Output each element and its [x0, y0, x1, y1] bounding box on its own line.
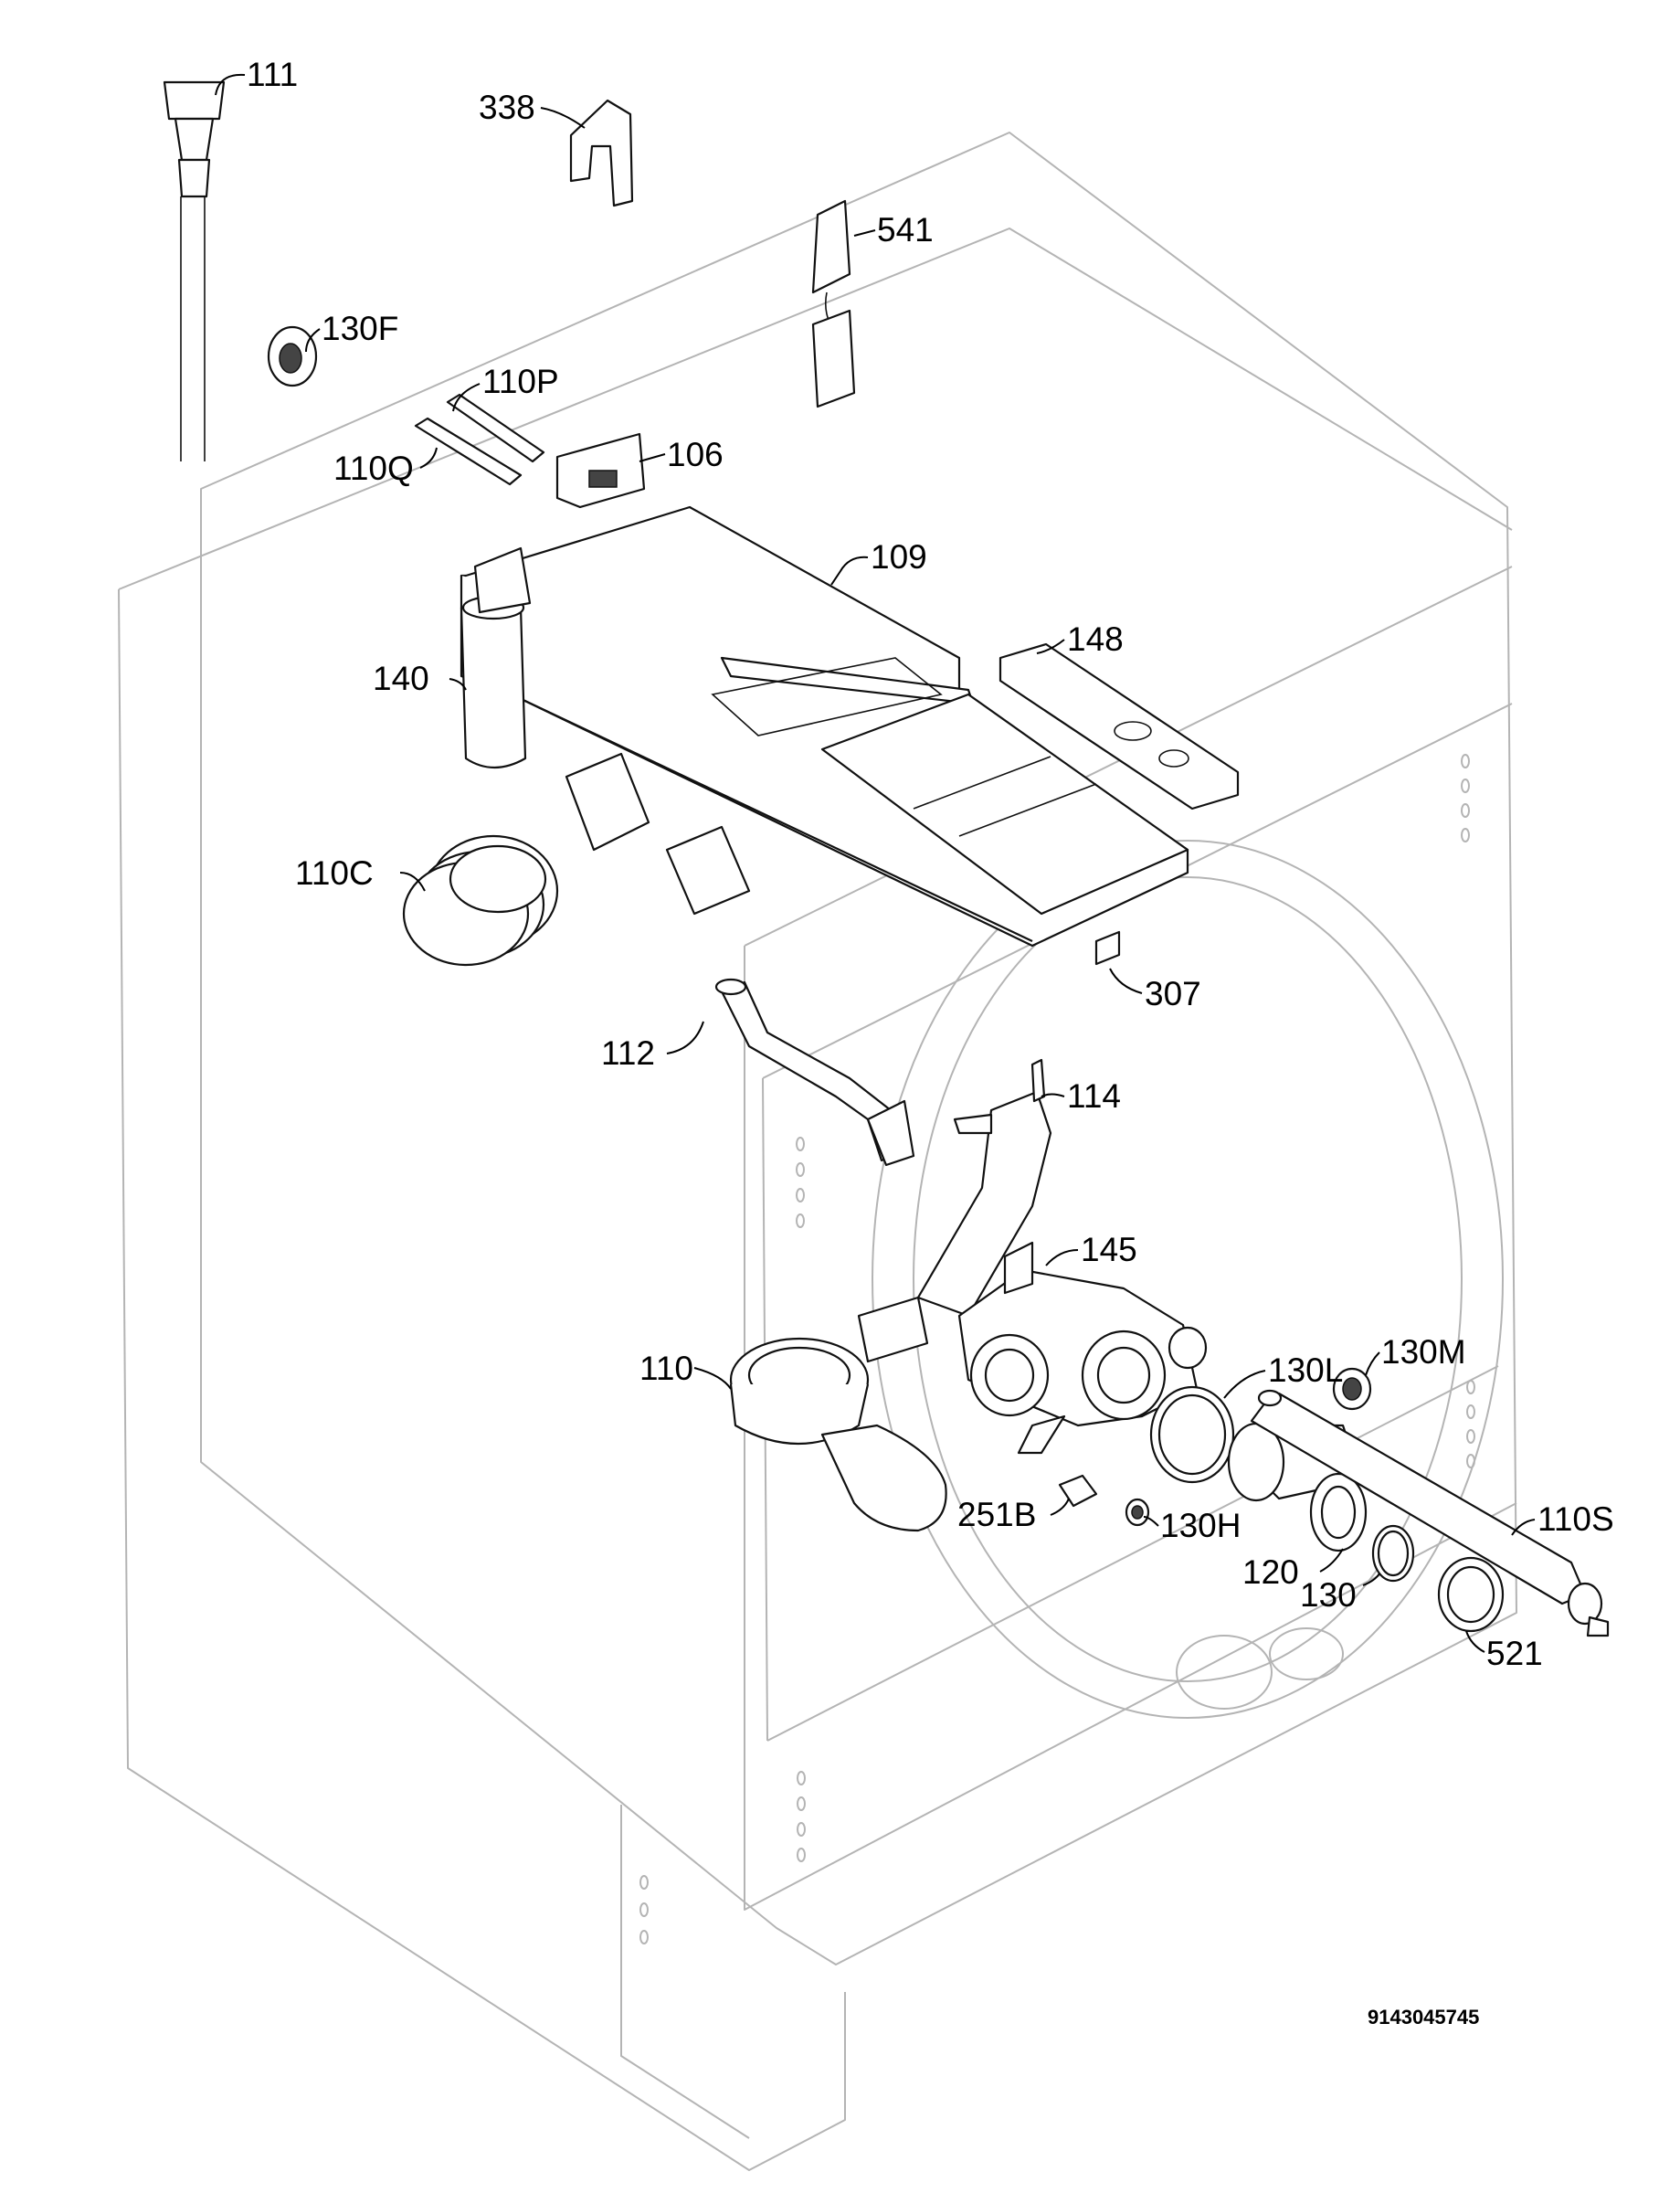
callout-307: 307 [1145, 975, 1201, 1012]
callout-110s: 110S [1537, 1500, 1614, 1538]
callout-140: 140 [373, 660, 429, 697]
part-130f-grommet [267, 325, 318, 387]
part-130l-ring [1149, 1385, 1235, 1484]
part-130-o-ring [1371, 1524, 1415, 1583]
part-145-pump-housing [957, 1241, 1208, 1455]
part-109-dispenser-housing [460, 505, 1189, 966]
callout-110p: 110P [482, 363, 559, 400]
callout-114: 114 [1067, 1077, 1121, 1115]
callout-130: 130 [1300, 1576, 1357, 1614]
cabinet-holes-front [639, 1137, 806, 1944]
part-112-drain-hose [714, 978, 915, 1167]
part-114-pump-hose [916, 1058, 1052, 1318]
part-140-vent-tube [460, 546, 532, 768]
part-110-sump-hose [729, 1296, 947, 1532]
part-110c-bellows [402, 834, 559, 967]
callout-112: 112 [601, 1034, 655, 1072]
part-251b-clip [1058, 1474, 1098, 1508]
callout-110q: 110Q [333, 450, 414, 487]
callout-130f: 130F [322, 310, 398, 347]
part-110q-tube [414, 417, 523, 486]
part-541-connector [811, 199, 856, 408]
callout-110c: 110C [295, 854, 374, 892]
callout-120: 120 [1242, 1553, 1299, 1591]
callout-145: 145 [1081, 1231, 1137, 1268]
part-106-valve [555, 432, 646, 509]
part-110p-tube [446, 393, 545, 463]
callout-labels: 111 338 541 130F 110P 110Q 106 109 148 1… [247, 56, 1614, 1672]
part-521-cap [1437, 1556, 1505, 1633]
callout-541: 541 [877, 211, 934, 249]
callout-110: 110 [639, 1350, 693, 1387]
cabinet-holes-right [1461, 754, 1475, 1468]
callout-521: 521 [1486, 1635, 1543, 1672]
callout-130h: 130H [1160, 1507, 1241, 1544]
part-130m-ring [1332, 1367, 1372, 1411]
callout-109: 109 [871, 538, 927, 576]
callout-106: 106 [667, 436, 724, 473]
callout-130l: 130L [1268, 1351, 1343, 1389]
callout-148: 148 [1067, 620, 1124, 658]
document-number: 9143045745 [1368, 2006, 1479, 2029]
part-148-drawer-insert [998, 642, 1240, 810]
part-338-clip [569, 99, 634, 207]
leader-lines [215, 73, 1536, 1653]
callout-111: 111 [247, 56, 298, 93]
part-110s-drain-hose [1250, 1389, 1610, 1637]
part-130h-seal [1125, 1498, 1150, 1527]
callout-251b: 251B [957, 1496, 1036, 1533]
cabinet-outline [118, 132, 1517, 2171]
callout-338: 338 [479, 89, 535, 126]
part-111-inlet-hose [163, 80, 226, 461]
callout-130m: 130M [1381, 1333, 1466, 1371]
